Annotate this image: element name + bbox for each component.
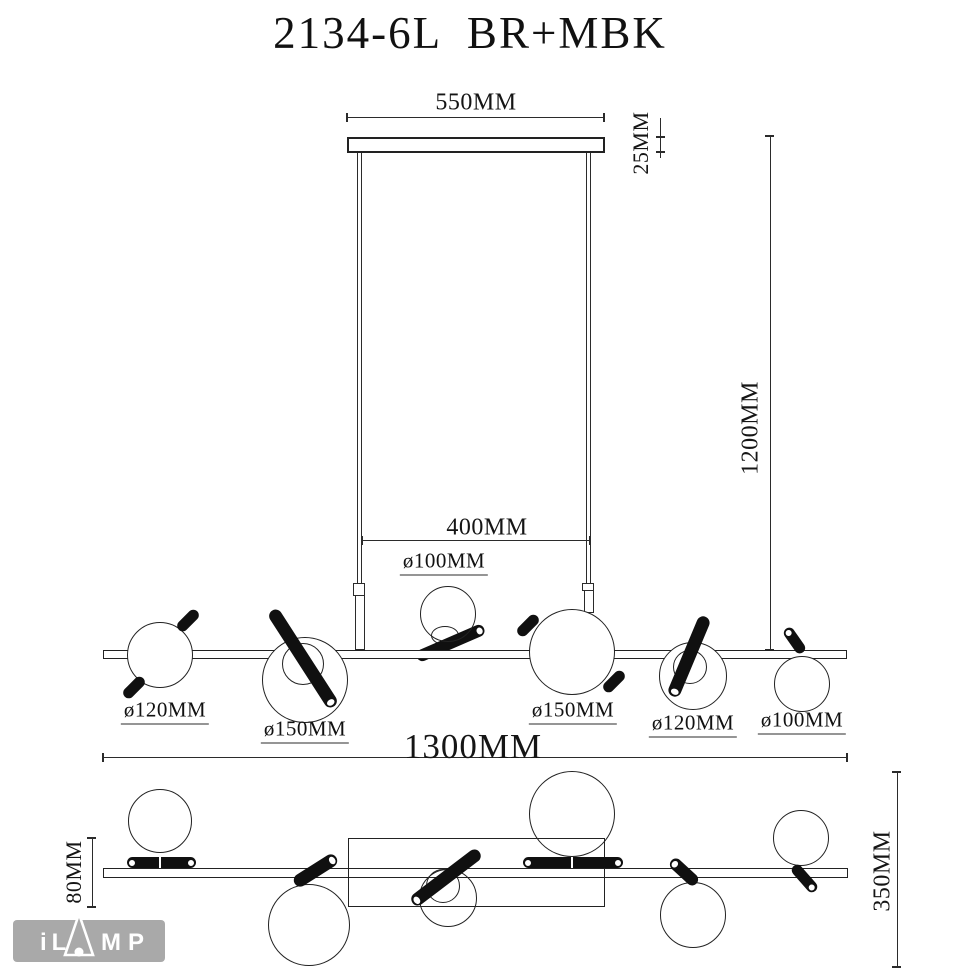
ilamp-logo: iL MP [13,909,165,963]
dim-80-label: 80MM [61,840,86,904]
diameter-label-1: ø120MM [120,698,210,725]
plan-cylinder-1 [127,857,196,868]
main-bar [103,650,847,659]
dim-400-label: 400MM [446,514,528,541]
dim-tick [589,536,591,545]
plan-globe-6 [773,810,829,866]
dim-1300-label: 1300MM [403,727,543,766]
plan-globe-5 [660,882,726,948]
rod-cap [669,857,682,870]
dim-tick [765,135,774,137]
logo-text-left: iL [40,929,71,956]
diameter-label-4: ø150MM [528,698,618,725]
globe-150-right [529,609,615,695]
rod-cap [614,858,622,867]
page-title: 2134-6L BR+MBK [273,8,667,58]
rod-cap [806,881,818,893]
diameter-label-5: ø120MM [648,711,738,738]
ceiling-canopy [347,137,605,153]
wire-tube-right [584,590,594,613]
wire-tube-left [355,595,365,650]
dim-line-1300 [103,757,847,759]
rod-cap [128,858,136,867]
dim-tick [846,753,848,762]
suspension-wire-left [357,153,362,583]
ilamp-logo-graphic: iL MP [13,909,165,962]
peg-120-left-top [174,607,202,634]
rod-cap [473,624,485,637]
rod-cap [187,858,195,867]
dim-line-400 [362,540,590,542]
dim-550-label: 550MM [435,89,517,116]
dim-tick [656,151,665,153]
dim-1200-label: 1200MM [737,381,764,475]
dim-line-350 [897,772,899,968]
rod-cap [783,627,795,639]
dim-tick [892,966,901,968]
plan-canopy-outline [348,838,605,907]
dim-tick [87,837,96,839]
dim-line-80 [92,838,94,907]
diameter-label-2: ø150MM [260,717,350,744]
logo-text-right: MP [101,929,151,956]
plan-main-bar [103,868,848,878]
dim-line-25 [660,118,662,158]
diameter-label-6: ø100MM [757,708,847,735]
dim-tick [765,649,774,651]
dim-tick [102,753,104,762]
globe-100-right [774,656,830,712]
dim-tick [656,136,665,138]
rod-cap [325,853,339,867]
cylinder-joint [571,857,573,868]
cylinder-joint [159,857,161,868]
dim-line-550 [347,117,604,119]
dim-350-label: 350MM [869,830,896,912]
suspension-wire-right [586,153,591,583]
plan-globe-4 [529,771,615,857]
dim-tick [346,113,348,122]
dim-25-label: 25MM [628,111,653,175]
lamp-bulb-icon [74,947,84,957]
dim-tick [87,906,96,908]
dim-line-1200 [770,136,772,650]
rod-cap [668,685,681,698]
plan-globe-1 [128,789,192,853]
diameter-label-3: ø100MM [399,549,489,576]
plan-globe-2 [268,884,350,966]
globe-150-left-highlight [282,643,324,685]
rod-cap [524,858,532,867]
dim-tick [892,771,901,773]
dim-tick [603,113,605,122]
globe-100-center [420,586,476,642]
plan-cylinder-4 [523,857,623,868]
